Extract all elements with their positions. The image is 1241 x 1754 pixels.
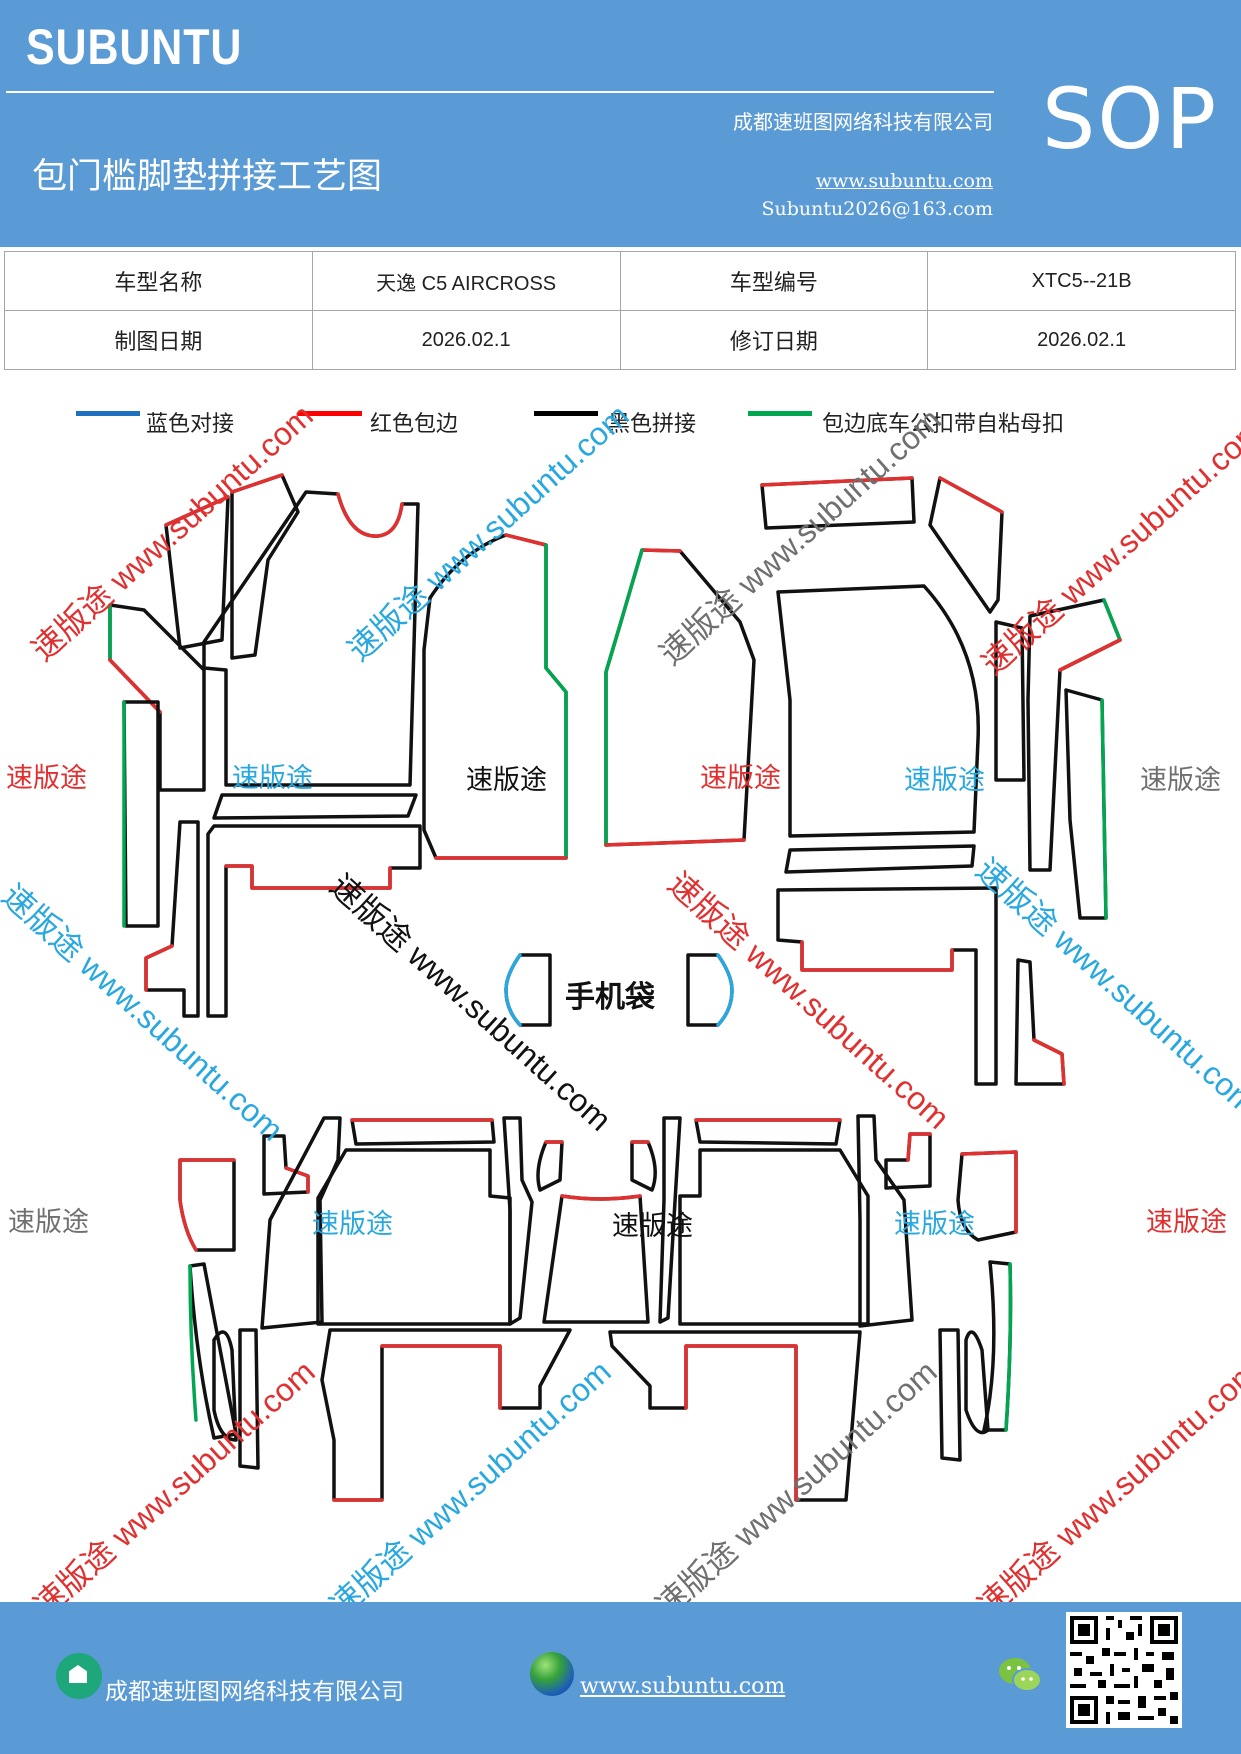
drawing-date-label: 制图日期	[4, 310, 313, 370]
page-title: 包门槛脚垫拼接工艺图	[32, 157, 383, 197]
email-text: Subuntu2026@163.com	[761, 198, 993, 220]
legend-label-green: 包边底车公扣带自粘母扣	[822, 412, 1065, 437]
table-row: 制图日期 2026.02.1 修订日期 2026.02.1	[4, 310, 1236, 370]
company-name: 成都速班图网络科技有限公司	[733, 110, 993, 134]
sop-badge: SOP	[1042, 70, 1219, 168]
website-link[interactable]: www.subuntu.com	[815, 170, 993, 192]
wechat-icon	[999, 1658, 1042, 1692]
brand-label: 速版途	[1146, 1207, 1227, 1238]
brand-label: 速版途	[8, 1207, 89, 1238]
top-right-pattern-group	[604, 476, 1122, 1086]
brand-label: 速版途	[6, 763, 87, 794]
brand-label: 速版途	[1140, 765, 1221, 796]
brand-label: 速版途	[700, 763, 781, 794]
footer-company-name: 成都速班图网络科技有限公司	[105, 1679, 404, 1705]
mat-pattern-diagram	[108, 473, 1122, 1502]
globe-icon	[530, 1652, 574, 1696]
brand-label: 速版途	[904, 765, 985, 796]
model-name-value: 天逸 C5 AIRCROSS	[311, 251, 621, 311]
brand-label: 速版途	[612, 1211, 693, 1242]
qr-code-icon	[1066, 1612, 1182, 1728]
model-code-value: XTC5--21B	[927, 251, 1236, 311]
revision-date-value: 2026.02.1	[927, 310, 1236, 370]
header-divider	[6, 91, 994, 93]
legend-swatch-red	[298, 411, 362, 416]
legend-swatch-green	[748, 411, 812, 416]
header-banner	[0, 0, 1241, 247]
home-icon	[54, 1651, 104, 1701]
phone-pocket-label: 手机袋	[565, 980, 655, 1015]
legend-swatch-blue	[76, 411, 140, 416]
brand-label: 速版途	[232, 763, 313, 794]
legend-label-red: 红色包边	[370, 412, 459, 437]
top-left-pattern-group	[108, 473, 568, 1018]
legend-swatch-black	[534, 411, 598, 416]
model-code-label: 车型编号	[619, 251, 929, 311]
brand-label: 速版途	[312, 1209, 393, 1240]
footer-website-link[interactable]: www.subuntu.com	[580, 1674, 786, 1699]
legend-label-black: 黑色拼接	[608, 412, 697, 437]
bottom-pattern-group	[178, 1114, 1018, 1502]
table-row: 车型名称 天逸 C5 AIRCROSS 车型编号 XTC5--21B	[4, 251, 1236, 311]
revision-date-label: 修订日期	[619, 310, 929, 370]
legend-label-blue: 蓝色对接	[146, 412, 235, 437]
brand-label: 速版途	[466, 765, 547, 796]
brand-logo: SUBUNTU	[26, 19, 243, 75]
model-name-label: 车型名称	[4, 251, 313, 311]
vehicle-info-table: 车型名称 天逸 C5 AIRCROSS 车型编号 XTC5--21B 制图日期 …	[4, 251, 1236, 370]
drawing-date-value: 2026.02.1	[311, 310, 621, 370]
phone-pocket-shapes	[504, 953, 734, 1027]
brand-label: 速版途	[894, 1209, 975, 1240]
